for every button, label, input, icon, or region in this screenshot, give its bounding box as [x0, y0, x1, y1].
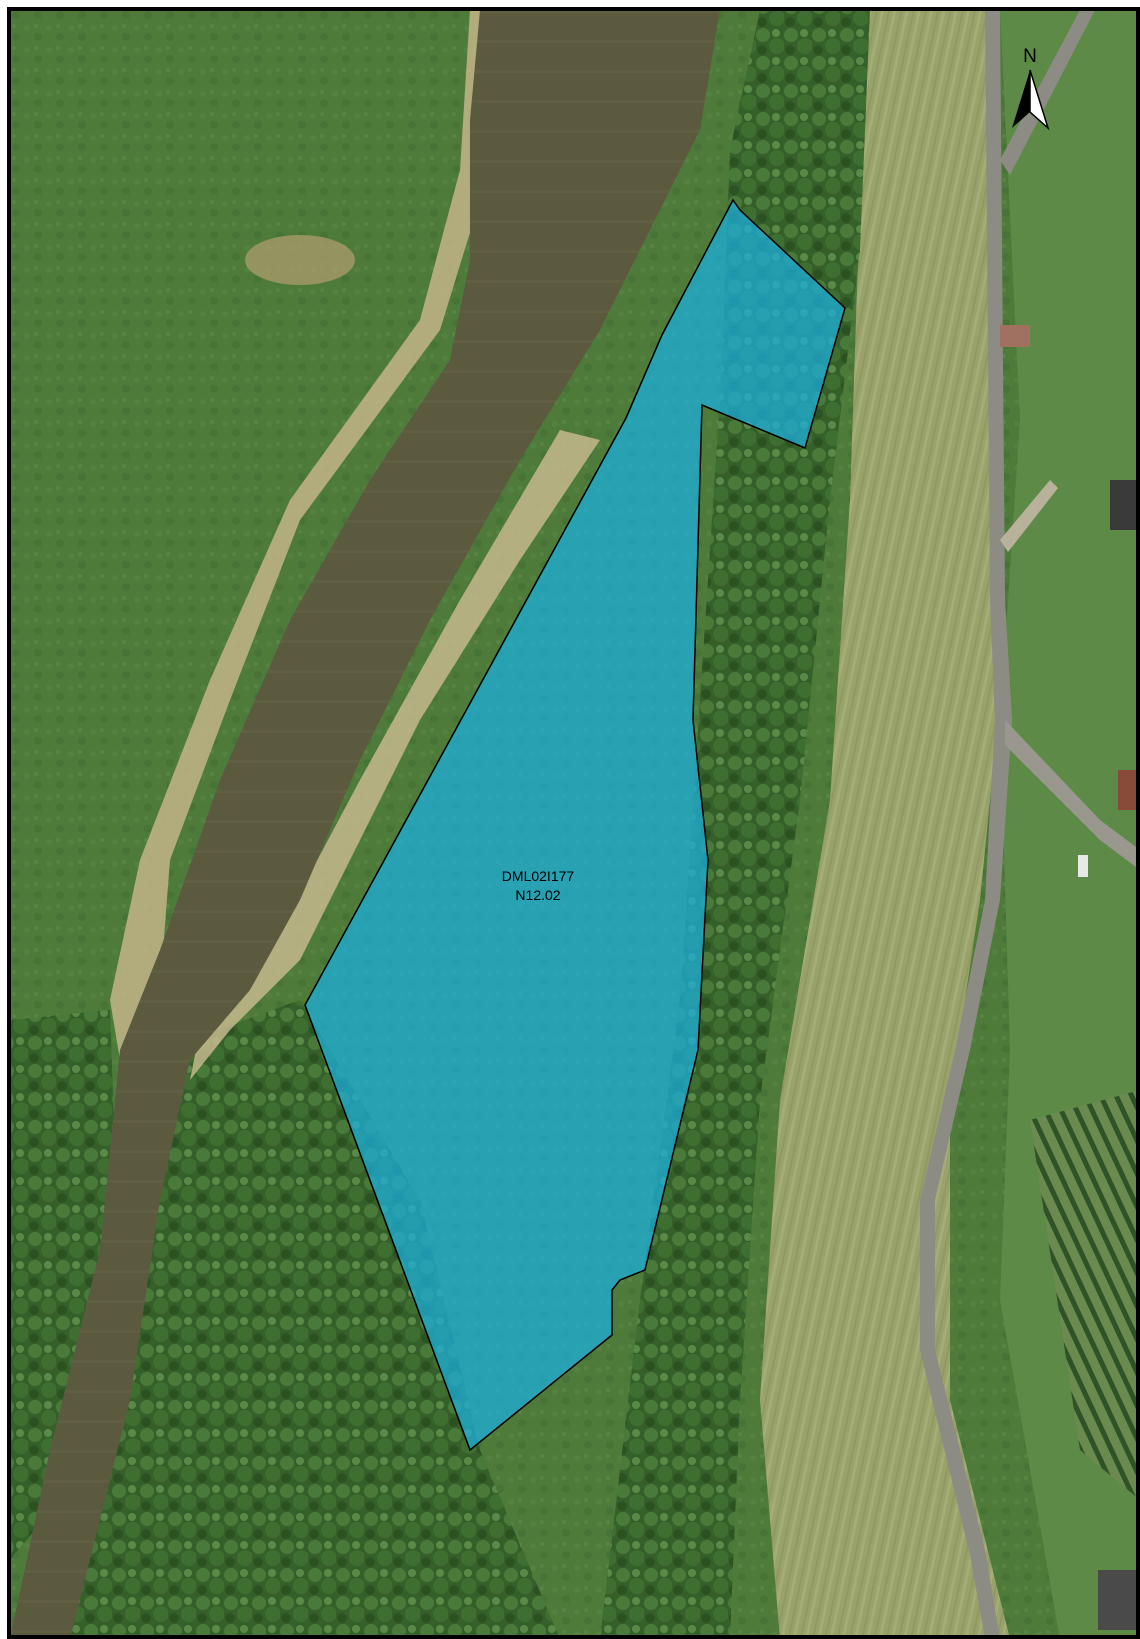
- dike-road: [920, 10, 1012, 1639]
- parcel-code-label: N12.02: [515, 887, 560, 903]
- parked-car: [1078, 855, 1088, 877]
- north-arrow: N: [1012, 46, 1050, 131]
- building: [1110, 480, 1140, 530]
- forest-bottom: [60, 1000, 560, 1639]
- dike-grass-strip: [760, 10, 1010, 1639]
- building: [1118, 770, 1140, 810]
- map-border: [7, 7, 1140, 1639]
- parcel-id-label: DML02I177: [502, 868, 575, 884]
- small-structure: [1000, 325, 1030, 347]
- north-arrow-icon-outline: [1029, 69, 1050, 131]
- top-road: [1000, 10, 1095, 175]
- building: [1098, 1570, 1140, 1630]
- side-road: [1005, 720, 1140, 870]
- parcel-polygon[interactable]: [304, 198, 846, 1452]
- orchard-rows: [1030, 1090, 1140, 1500]
- north-letter: N: [1023, 46, 1037, 67]
- river: [10, 10, 720, 1639]
- north-arrow-icon: [1012, 70, 1030, 128]
- forest-left: [10, 1010, 120, 1560]
- meadow-clearing: [245, 235, 355, 285]
- upper-side-road: [1000, 480, 1058, 552]
- riverbank-sand-east: [190, 430, 600, 1080]
